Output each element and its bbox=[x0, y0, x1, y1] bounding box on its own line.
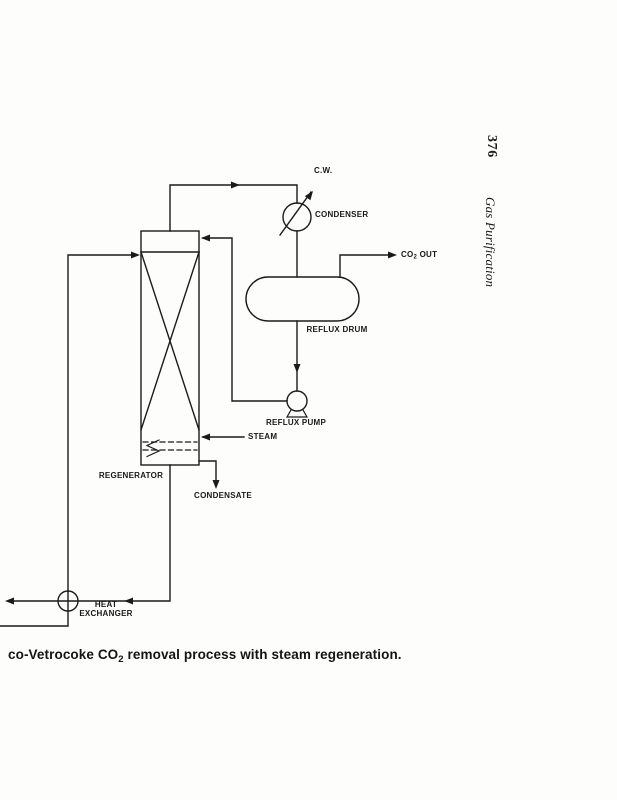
overhead-vapor-line bbox=[169, 184, 298, 232]
arrow-steam-into-column bbox=[201, 433, 210, 441]
co2-outlet-line bbox=[339, 254, 390, 278]
cooling-water-line bbox=[279, 191, 312, 236]
label-co2-out: CO2 OUT bbox=[401, 250, 437, 262]
reflux-drum-vessel bbox=[245, 276, 360, 322]
label-co2-out-sub: 2 bbox=[413, 254, 418, 261]
label-condensate: CONDENSATE bbox=[194, 491, 252, 500]
condenser-symbol bbox=[282, 202, 312, 232]
label-reflux-drum: REFLUX DRUM bbox=[306, 325, 368, 334]
label-co2-out-pre: CO bbox=[401, 250, 414, 259]
figure-caption: co-Vetrocoke CO2 removal process with st… bbox=[8, 647, 402, 665]
bottoms-line bbox=[13, 464, 171, 602]
caption-post: removal process with steam regeneration. bbox=[123, 647, 402, 662]
steam-sparger-zigzag bbox=[145, 439, 161, 458]
arrow-condensate-down bbox=[212, 480, 220, 489]
arrow-bottoms-to-exchanger bbox=[124, 597, 133, 605]
label-heat-exchanger: HEAT EXCHANGER bbox=[79, 600, 132, 619]
label-cooling-water: C.W. bbox=[314, 166, 333, 175]
pump-base bbox=[285, 409, 309, 418]
reflux-pump-symbol bbox=[286, 390, 308, 412]
caption-subscript: 2 bbox=[118, 654, 124, 665]
label-condenser: CONDENSER bbox=[315, 210, 369, 219]
arrow-reflux-into-column bbox=[201, 234, 210, 242]
label-heat-exchanger-line1: HEAT bbox=[94, 600, 118, 609]
regenerator-column bbox=[140, 230, 200, 466]
reflux-return-line bbox=[202, 237, 288, 402]
feed-line bbox=[0, 254, 133, 627]
arrow-feed-into-column bbox=[131, 251, 140, 259]
arrow-cooling-water bbox=[304, 191, 313, 201]
label-co2-out-post: OUT bbox=[417, 250, 438, 259]
label-steam: STEAM bbox=[248, 432, 278, 441]
label-regenerator: REGENERATOR bbox=[98, 471, 164, 480]
label-reflux-pump: REFLUX PUMP bbox=[265, 418, 327, 427]
arrow-co2-out bbox=[388, 251, 397, 259]
packing-x-symbol bbox=[140, 251, 200, 431]
arrow-drum-outlet-down bbox=[293, 364, 301, 373]
condensate-line bbox=[198, 460, 217, 482]
label-heat-exchanger-line2: EXCHANGER bbox=[79, 609, 133, 619]
flow-arrowheads bbox=[5, 181, 397, 605]
arrow-overhead-right bbox=[231, 181, 240, 189]
liquid-level-dashed-lines bbox=[142, 441, 198, 451]
running-head: Gas Purification bbox=[483, 197, 498, 288]
page-number: 376 bbox=[484, 135, 499, 158]
caption-pre: co-Vetrocoke CO bbox=[8, 647, 119, 662]
arrow-lean-solution-offpage bbox=[5, 597, 14, 605]
